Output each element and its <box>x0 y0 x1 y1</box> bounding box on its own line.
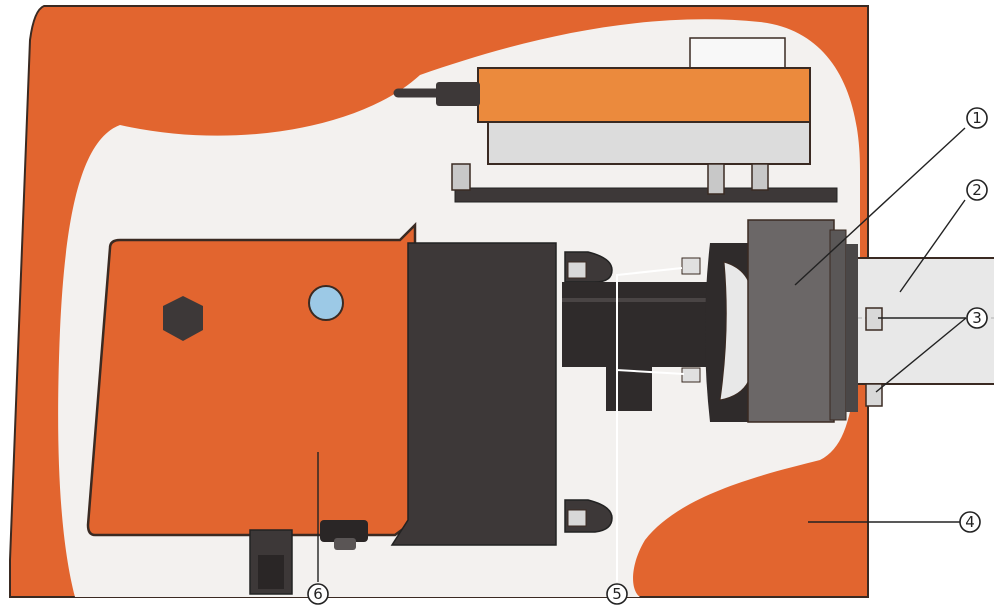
mounting-plate <box>455 188 837 202</box>
svg-text:2: 2 <box>972 181 982 199</box>
knob-top-thread <box>568 262 586 278</box>
electronics-unit <box>88 225 415 535</box>
probe-tube <box>562 282 712 367</box>
knob-bottom-thread <box>568 510 586 526</box>
grey-flange-gasket <box>846 244 858 412</box>
plate-bolt-1 <box>708 164 724 194</box>
svg-text:1: 1 <box>972 109 982 127</box>
actuator-top-cover <box>690 38 785 70</box>
actuator-orange-section <box>478 68 810 122</box>
svg-text:4: 4 <box>965 513 975 531</box>
svg-text:5: 5 <box>612 585 622 603</box>
callout-6: 6 <box>308 584 328 604</box>
flange-bolt-bottom <box>866 384 882 406</box>
callout-3: 3 <box>967 308 987 328</box>
grey-flange-rim <box>830 230 846 420</box>
flange-block <box>392 243 556 545</box>
callout-5: 5 <box>607 584 627 604</box>
plate-standoff-left <box>452 164 470 190</box>
callout-1: 1 <box>967 108 987 128</box>
plate-bolt-2 <box>752 164 768 190</box>
spring-bolt-top <box>682 258 700 274</box>
callout-4: 4 <box>960 512 980 532</box>
flange-bolt-top <box>866 308 882 330</box>
gland-nut-base <box>334 538 356 550</box>
viewing-window-icon <box>309 286 343 320</box>
spring-bolt-bottom <box>682 368 700 382</box>
callout-2: 2 <box>967 180 987 200</box>
svg-text:3: 3 <box>972 309 982 327</box>
actuator-grey-section <box>488 122 810 164</box>
probe-tube-outlet <box>606 355 652 411</box>
grey-flange <box>748 220 834 422</box>
svg-text:6: 6 <box>313 585 323 603</box>
bottom-connector-slot <box>258 555 284 589</box>
cable-gland <box>436 82 480 106</box>
